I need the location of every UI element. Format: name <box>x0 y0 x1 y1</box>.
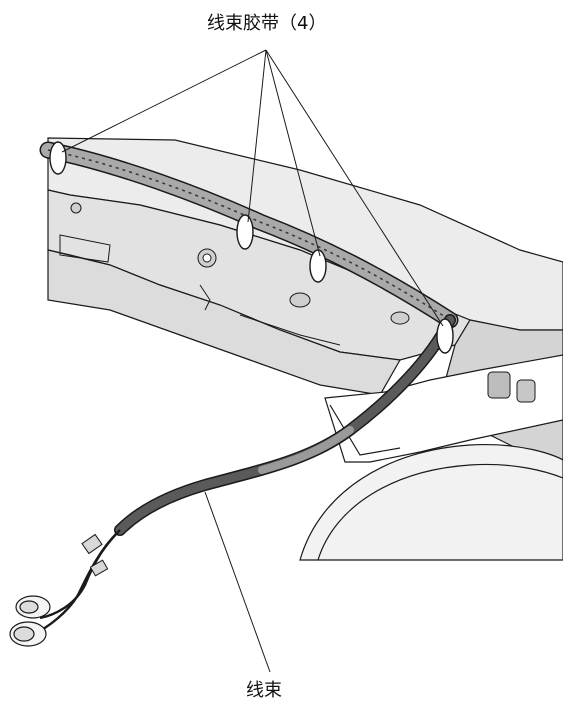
leader-line-tie-2 <box>247 49 267 223</box>
mount-boss <box>390 311 410 325</box>
connector-face <box>13 626 35 642</box>
leader-lines <box>61 49 444 673</box>
harness-tie <box>436 318 454 354</box>
harness-ties-label: 线束胶带（4） <box>207 13 327 34</box>
mount-hole <box>70 202 82 214</box>
mount-boss <box>289 292 311 308</box>
bracket-line <box>329 404 401 456</box>
harness-tie <box>236 214 254 250</box>
rib <box>199 284 211 311</box>
leader-line-tie-3 <box>265 49 321 257</box>
leader-line-tie-1 <box>61 49 267 153</box>
connector-face <box>19 600 39 614</box>
wire-branch <box>29 531 119 638</box>
rib <box>59 234 111 263</box>
connectors <box>9 595 51 647</box>
harness-tie <box>49 141 67 175</box>
wheel-housing-inner <box>317 463 563 561</box>
bolt <box>487 371 511 399</box>
harness-main-run <box>39 141 459 329</box>
rib <box>239 314 341 346</box>
harness-light-segment <box>258 426 354 474</box>
leader-line-harness <box>204 491 271 673</box>
harness-ties <box>49 141 454 354</box>
harness-tube-ribbing <box>47 149 451 321</box>
harness-label: 线束 <box>246 680 282 701</box>
harness-clip <box>81 533 103 555</box>
mount-hole <box>202 253 212 263</box>
harness-lower-run <box>29 314 456 638</box>
panel-details <box>59 202 536 403</box>
leader-line-tie-4 <box>265 49 444 327</box>
bolt <box>516 379 536 403</box>
harness-clip <box>89 559 109 577</box>
harness-tie <box>309 249 327 283</box>
lower-panel <box>47 249 401 396</box>
wheel-housing <box>299 443 563 561</box>
